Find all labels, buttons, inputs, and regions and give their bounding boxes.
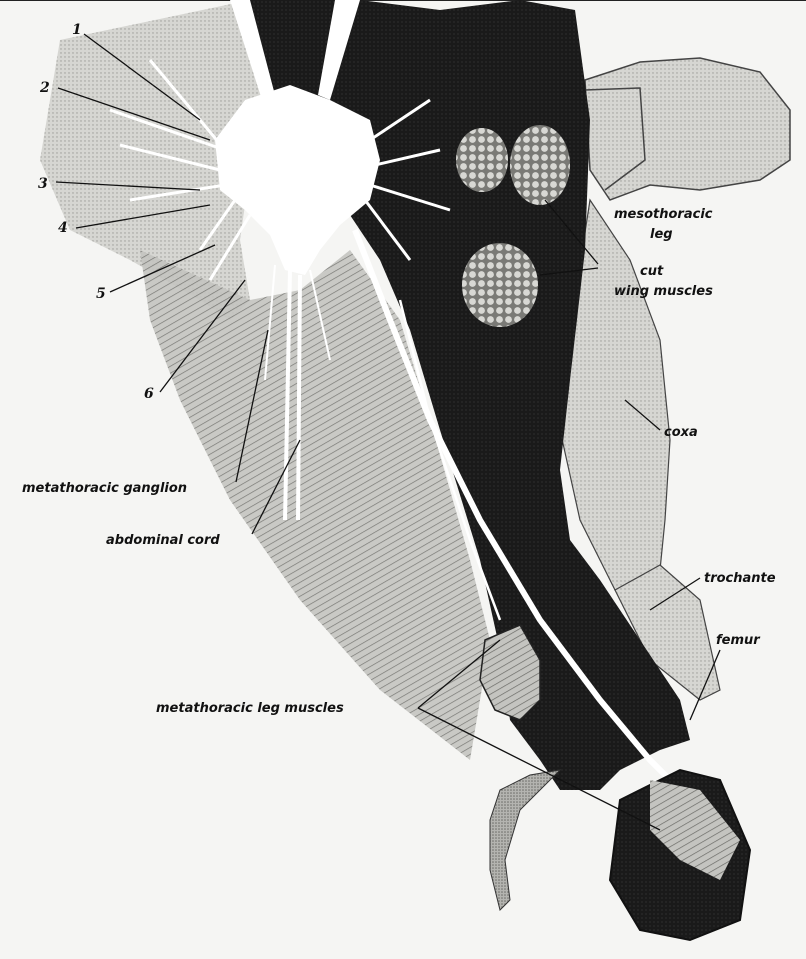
nerve-number-5: 5: [96, 286, 106, 302]
nerve-number-3: 3: [38, 176, 48, 192]
label-leg: leg: [650, 227, 673, 242]
label-metathoracic-leg-muscles: metathoracic leg muscles: [156, 701, 344, 716]
label-wing-muscles: wing muscles: [614, 284, 713, 299]
label-mesothoracic: mesothoracic: [614, 207, 713, 222]
nerve-number-1: 1: [72, 22, 82, 38]
label-cut: cut: [640, 264, 664, 279]
nerve-number-6: 6: [144, 386, 154, 402]
wing-muscle-cluster-3: [462, 243, 538, 327]
wing-muscle-cluster-1: [456, 128, 508, 192]
label-abdominal-cord: abdominal cord: [106, 533, 220, 548]
label-femur: femur: [716, 633, 761, 648]
mesothoracic-leg-shape: [585, 58, 790, 200]
wing-muscle-cluster-2: [510, 125, 570, 205]
label-trochanter: trochante: [704, 571, 776, 586]
nerve-number-2: 2: [39, 80, 50, 96]
label-metathoracic-ganglion: metathoracic ganglion: [22, 481, 187, 496]
label-coxa: coxa: [664, 425, 698, 440]
nerve-number-4: 4: [58, 220, 68, 236]
